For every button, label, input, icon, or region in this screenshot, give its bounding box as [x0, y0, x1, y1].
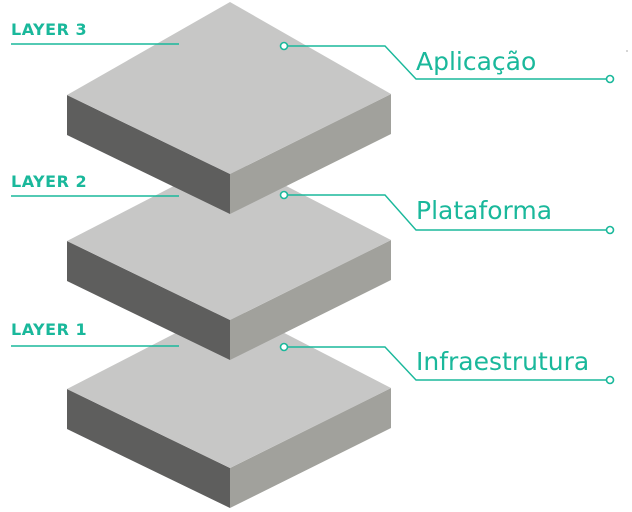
layer-2-tag: LAYER 2 — [11, 172, 87, 191]
layer-3-slab — [67, 2, 391, 214]
layer-2-slab — [67, 157, 391, 360]
layer-tag-group-3: LAYER 3 — [11, 20, 179, 45]
callout-1-start-dot — [279, 342, 289, 352]
layer-tag-group-2: LAYER 2 — [11, 172, 179, 197]
callout-1-label: Infraestrutura — [416, 347, 589, 376]
callout-1-end-dot — [605, 375, 615, 385]
layer-1-slab-top — [67, 305, 391, 468]
layer-3-slab-top — [67, 2, 391, 174]
callout-2-end-dot — [605, 225, 615, 235]
corner-dot — [626, 50, 628, 52]
callout-2-start-dot — [279, 190, 289, 200]
layer-2-slab-front — [230, 240, 391, 360]
layer-3-slab-front — [230, 94, 391, 214]
layer-1-slab — [67, 305, 391, 508]
callout-group-1: Infraestrutura — [279, 342, 615, 385]
layer-3-tag: LAYER 3 — [11, 20, 87, 39]
callout-1-leader — [284, 346, 608, 381]
callout-3-start-dot — [279, 41, 289, 51]
callout-group-2: Plataforma — [279, 190, 615, 235]
layer-1-slab-front — [230, 388, 391, 508]
layer-1-tag: LAYER 1 — [11, 320, 87, 339]
callout-3-end-dot — [605, 74, 615, 84]
layer-2-slab-top — [67, 157, 391, 320]
callout-3-label: Aplicação — [416, 47, 536, 76]
callout-2-label: Plataforma — [416, 196, 552, 225]
layer-tag-group-1: LAYER 1 — [11, 320, 179, 347]
layer-1-slab-side — [67, 389, 230, 508]
callout-group-3: Aplicação — [279, 41, 615, 84]
callout-3-leader — [284, 45, 608, 80]
layer-2-slab-side — [67, 241, 230, 360]
layer-3-slab-side — [67, 95, 230, 214]
callout-2-leader — [284, 194, 608, 231]
